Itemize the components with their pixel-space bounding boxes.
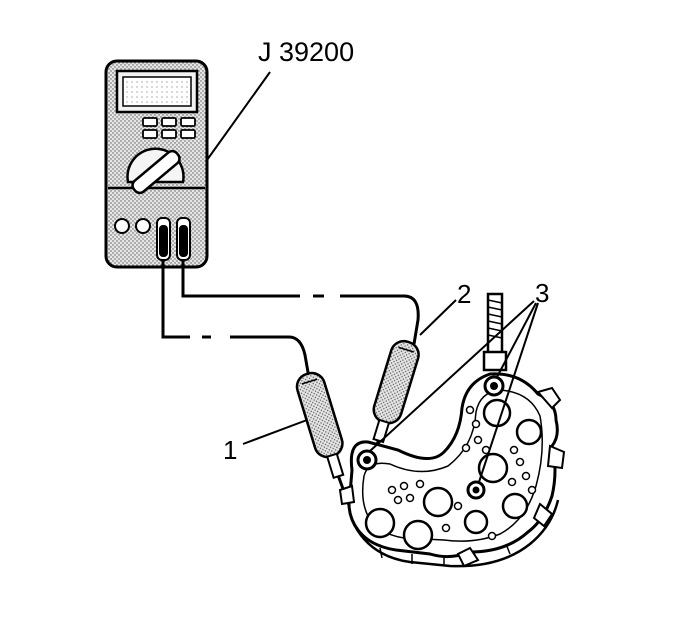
multimeter-icon: [104, 59, 209, 269]
rectifier-bridge-icon: [338, 292, 566, 568]
leader-lines: [206, 71, 539, 483]
callout-3: 3: [535, 278, 549, 308]
mounting-holes: [387, 405, 537, 541]
meter-buttons: [142, 117, 196, 139]
tool-number-label: J 39200: [258, 37, 354, 67]
callout-2: 2: [457, 279, 471, 309]
callout-1: 1: [223, 435, 237, 465]
threaded-stud-icon: [482, 292, 508, 372]
test-terminal-icon: [356, 375, 505, 500]
input-jacks: [114, 217, 191, 261]
rotary-dial-icon: [108, 147, 205, 195]
test-leads: [161, 260, 420, 379]
probe-2-icon: [369, 339, 420, 467]
